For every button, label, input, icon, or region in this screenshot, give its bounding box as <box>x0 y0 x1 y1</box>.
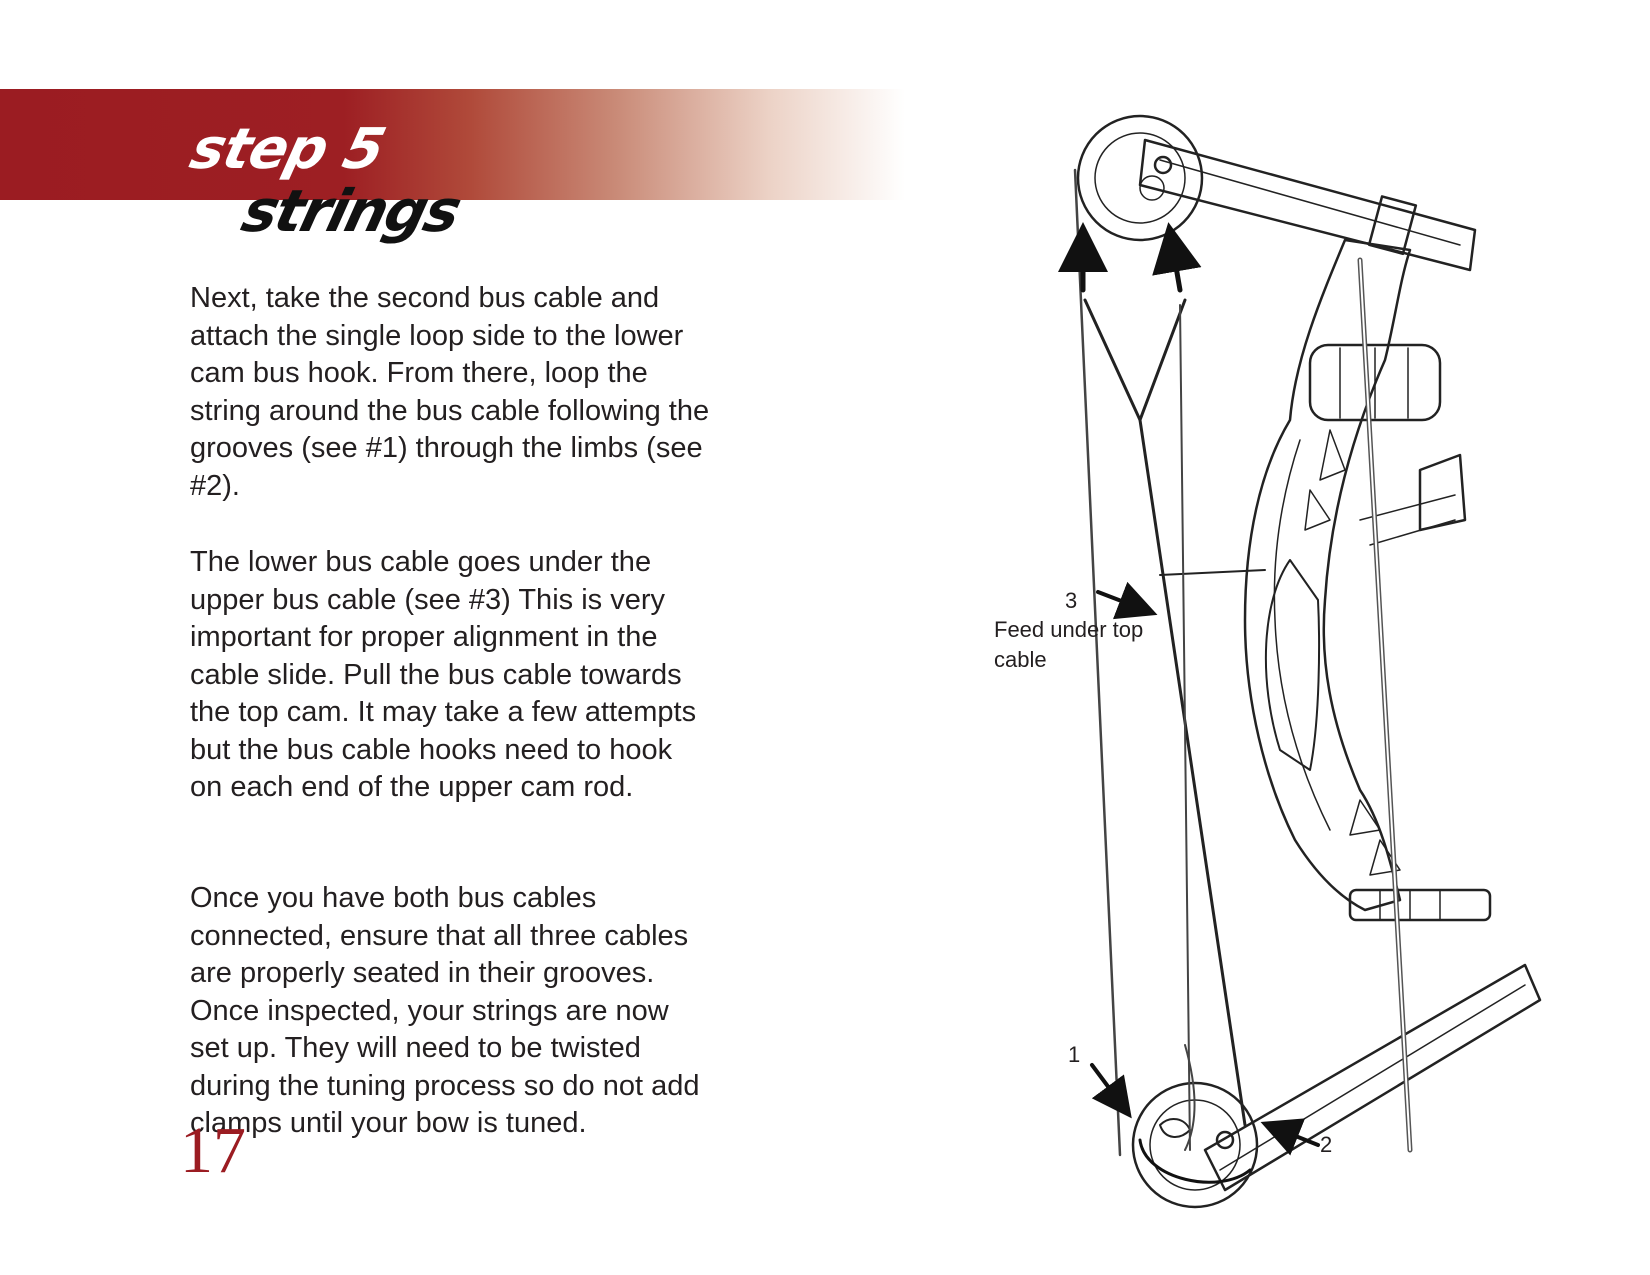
callout-3-text: Feed under top cable <box>994 617 1144 672</box>
page-number: 17 <box>180 1114 246 1187</box>
instruction-paragraph-1: Next, take the second bus cable and atta… <box>190 282 710 502</box>
step-label: step 5 <box>184 117 391 182</box>
callout-3-number: 3 <box>1065 588 1078 613</box>
page-title: strings <box>235 177 467 245</box>
callout-1-number: 1 <box>1068 1042 1081 1067</box>
callout-2-number: 2 <box>1320 1132 1333 1157</box>
instruction-paragraph-3: Once you have both bus cables connected,… <box>190 882 700 1139</box>
instruction-paragraph-2: The lower bus cable goes under the upper… <box>190 546 697 803</box>
compound-bow-diagram-icon <box>1058 114 1542 1209</box>
header-band <box>0 89 905 200</box>
